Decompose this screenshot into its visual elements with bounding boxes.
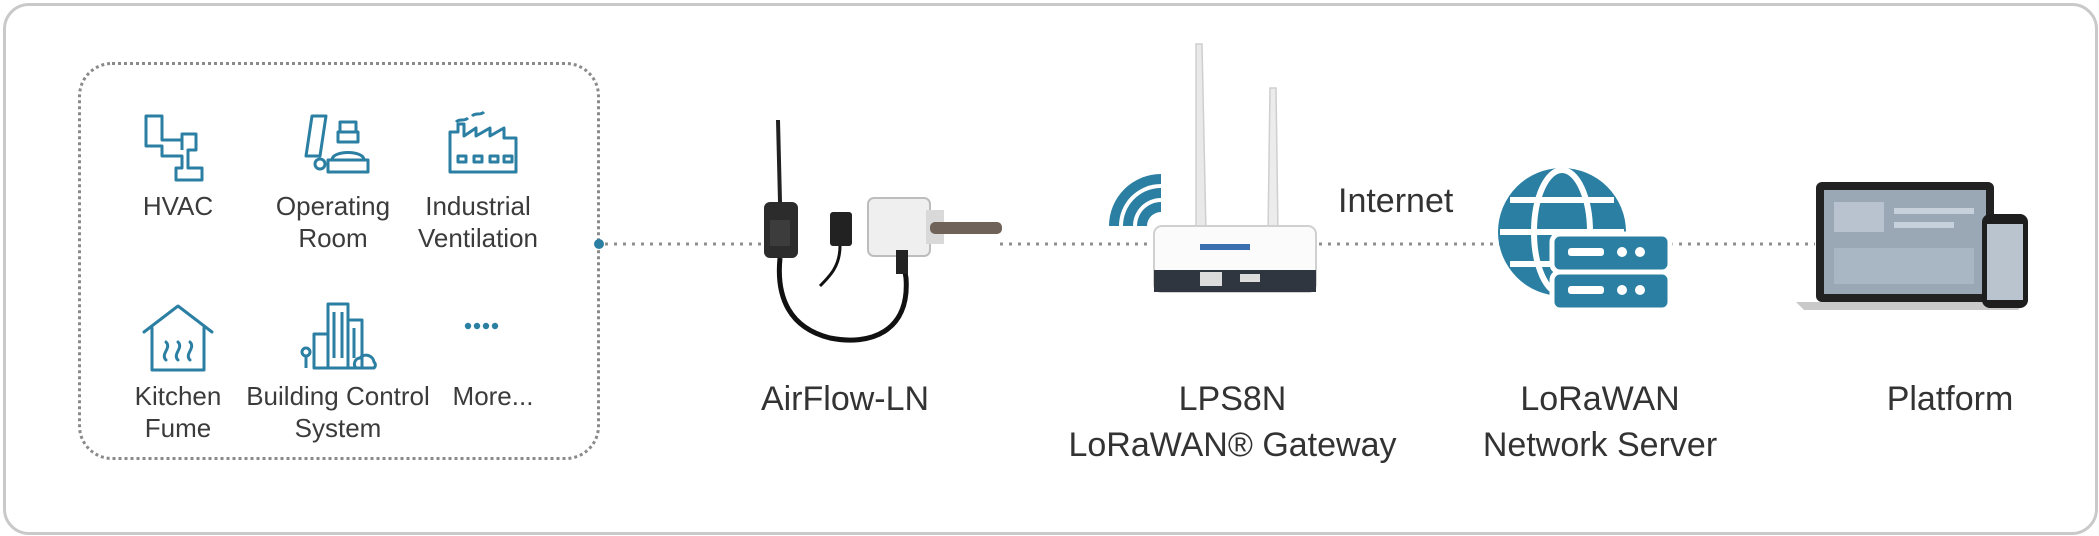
factory-icon [448,110,518,174]
app-label-kitchen-fume: Kitchen Fume [134,381,222,443]
ellipsis-icon [464,322,499,330]
wifi-signal-icon [1109,174,1161,226]
diagram-frame [3,3,2098,535]
stage-label-sensor: AirFlow-LN [760,380,930,418]
connector-node [594,239,604,249]
app-label-industrial-ventilation: Industrial Ventilation [418,191,538,253]
app-label-hvac: HVAC [142,191,214,221]
app-label-operating-room: Operating Room [275,191,391,253]
app-label-building-control-system: Building Control System [246,381,430,443]
stage-label-server: LoRaWAN Network Server [1482,380,1718,464]
operating-room-icon [304,114,370,174]
lps8n-gateway-device [1153,43,1317,293]
stage-label-gateway: LPS8N LoRaWAN® Gateway [1068,380,1397,464]
internet-label: Internet [1338,182,1454,220]
airflow-sensor-device [764,119,1002,343]
kitchen-house-icon [142,304,214,372]
platform-devices [1796,182,2028,310]
network-server-icon [1498,167,1673,313]
applications-group [78,62,600,460]
pipe-icon [144,114,204,182]
app-label-more: More... [452,381,534,411]
buildings-icon [300,302,377,370]
stage-label-platform: Platform [1886,380,2014,418]
